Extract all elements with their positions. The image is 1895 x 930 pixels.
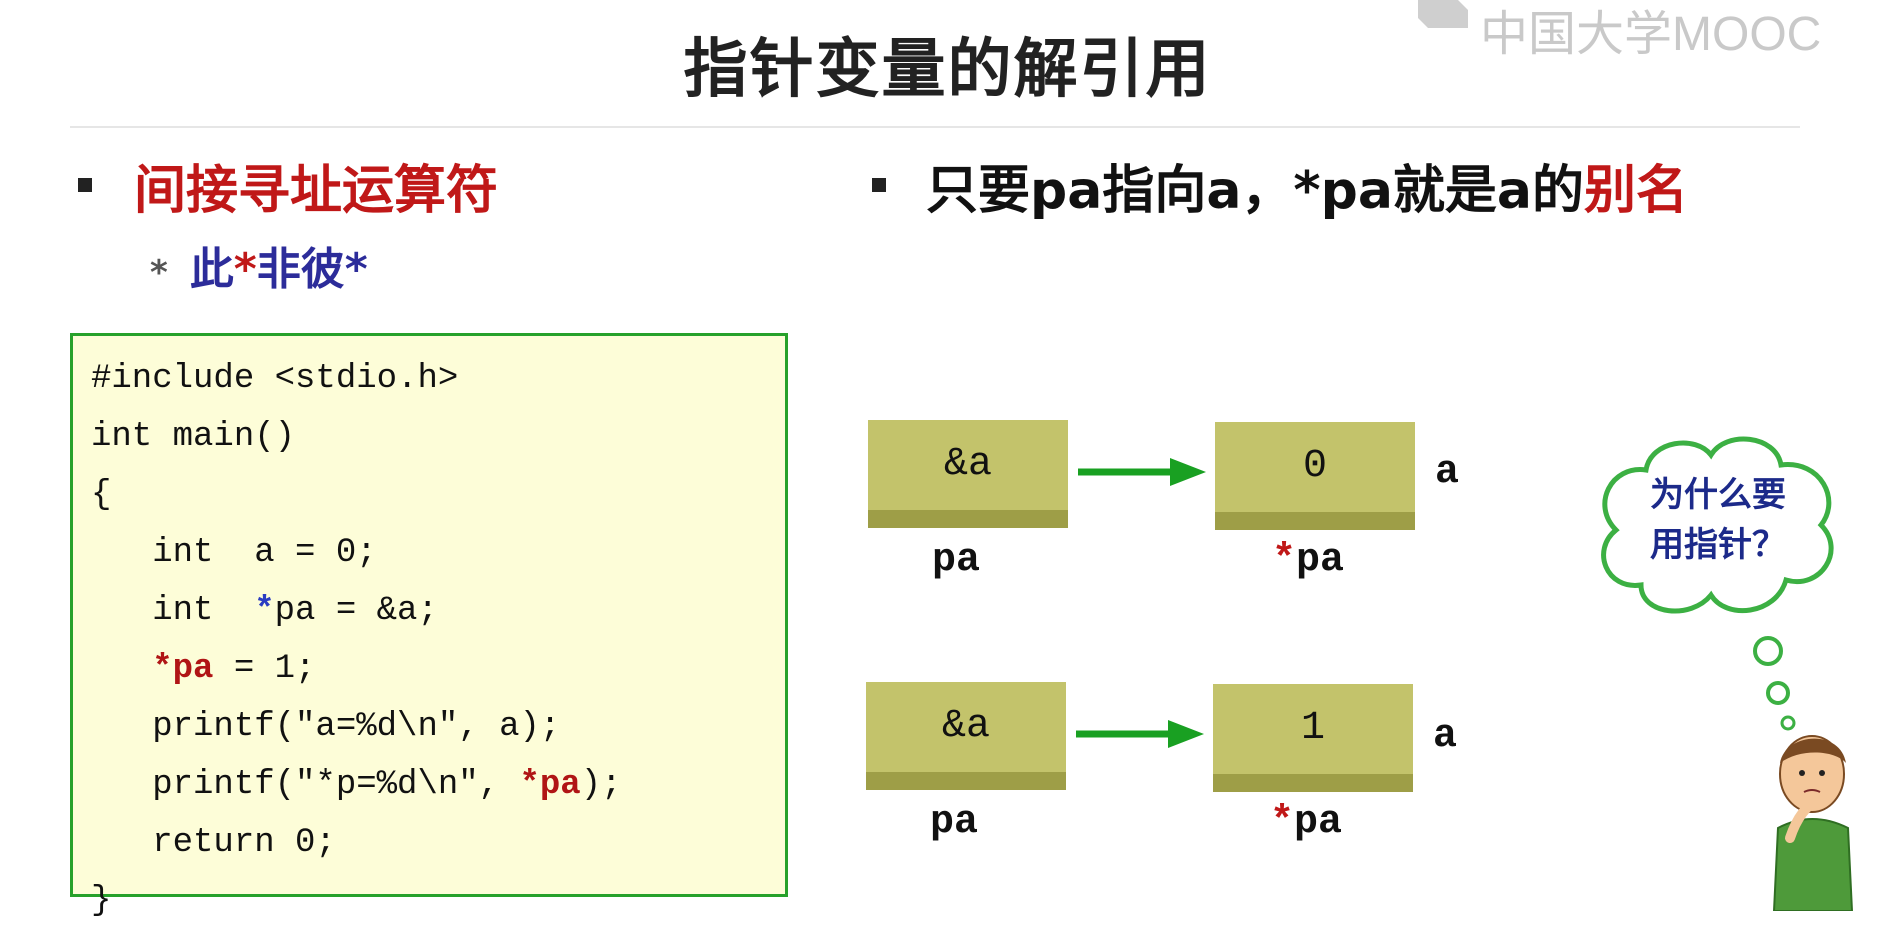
- slide-title: 指针变量的解引用: [683, 33, 1212, 107]
- code-line: int main(): [91, 418, 296, 456]
- thinking-person-icon: [1772, 735, 1854, 911]
- title-divider: [70, 126, 1800, 128]
- sub-bullet-prefix: 此: [189, 244, 234, 295]
- deref-star: *: [1270, 800, 1295, 845]
- code-line: int a = 0;: [91, 534, 377, 572]
- bullet-marker-left: [78, 178, 92, 192]
- code-line: }: [91, 882, 112, 920]
- pointer-box-row2: &a: [866, 682, 1066, 790]
- sub-bullet-star-2: *: [344, 244, 368, 295]
- code-line: printf("a=%d\n", a);: [91, 708, 561, 746]
- bullet-marker-right: [872, 178, 886, 192]
- right-bullet-part1: 只要pa指向a，*pa就是a的: [926, 161, 1584, 221]
- code-deref-print: *pa: [519, 766, 581, 804]
- thought-dots-icon: [1753, 636, 1796, 731]
- code-line: int: [91, 592, 255, 630]
- code-box: #include <stdio.h> int main() { int a = …: [70, 333, 788, 920]
- var-name-row2: a: [1433, 714, 1458, 759]
- code-line: return 0;: [91, 824, 336, 862]
- code-indent: [91, 650, 152, 688]
- deref-name: pa: [1294, 800, 1343, 845]
- deref-label-row1: *pa: [1272, 538, 1344, 583]
- code-line: {: [91, 476, 112, 514]
- thought-bubble-icon: [1601, 436, 1834, 614]
- target-box-row2: 1: [1213, 684, 1413, 792]
- thought-line-1: 为什么要: [1650, 475, 1786, 515]
- sub-bullet-middle: 非彼: [256, 244, 345, 295]
- code-deref-assign: *pa: [152, 650, 214, 688]
- ptr-label-row2: pa: [930, 800, 979, 845]
- target-box-row1: 0: [1215, 422, 1415, 530]
- right-bullet-text: 只要pa指向a，*pa就是a的别名: [926, 148, 1688, 223]
- code-line: printf("*p=%d\n",: [91, 766, 520, 804]
- mooc-logo-icon: [1418, 0, 1468, 28]
- mooc-logo-text: 中国大学MOOC: [1480, 8, 1822, 61]
- code-line-rest: pa = &a;: [274, 592, 438, 630]
- left-bullet-text: 间接寻址运算符: [134, 161, 499, 221]
- code-star-declare: *: [254, 592, 275, 630]
- var-name-row1: a: [1435, 450, 1460, 495]
- sub-bullet-marker: *: [150, 253, 168, 293]
- code-listing: #include <stdio.h> int main() { int a = …: [91, 350, 622, 930]
- ptr-label-row1: pa: [932, 538, 981, 583]
- deref-star: *: [1272, 538, 1297, 583]
- right-bullet-alias: 别名: [1584, 161, 1689, 221]
- code-line-rest: = 1;: [213, 650, 316, 688]
- code-line-rest: );: [580, 766, 622, 804]
- thought-line-2: 用指针？: [1650, 525, 1786, 565]
- arrow-icon: [1076, 720, 1204, 748]
- code-line: #include <stdio.h>: [91, 360, 459, 398]
- deref-name: pa: [1296, 538, 1345, 583]
- sub-bullet-star-1: *: [233, 244, 257, 295]
- pointer-box-row1: &a: [868, 420, 1068, 528]
- arrow-icon: [1078, 458, 1206, 486]
- thought-bubble-text: 为什么要 用指针？: [1628, 470, 1808, 570]
- sub-bullet: *此*非彼*: [150, 233, 368, 297]
- deref-label-row2: *pa: [1270, 800, 1342, 845]
